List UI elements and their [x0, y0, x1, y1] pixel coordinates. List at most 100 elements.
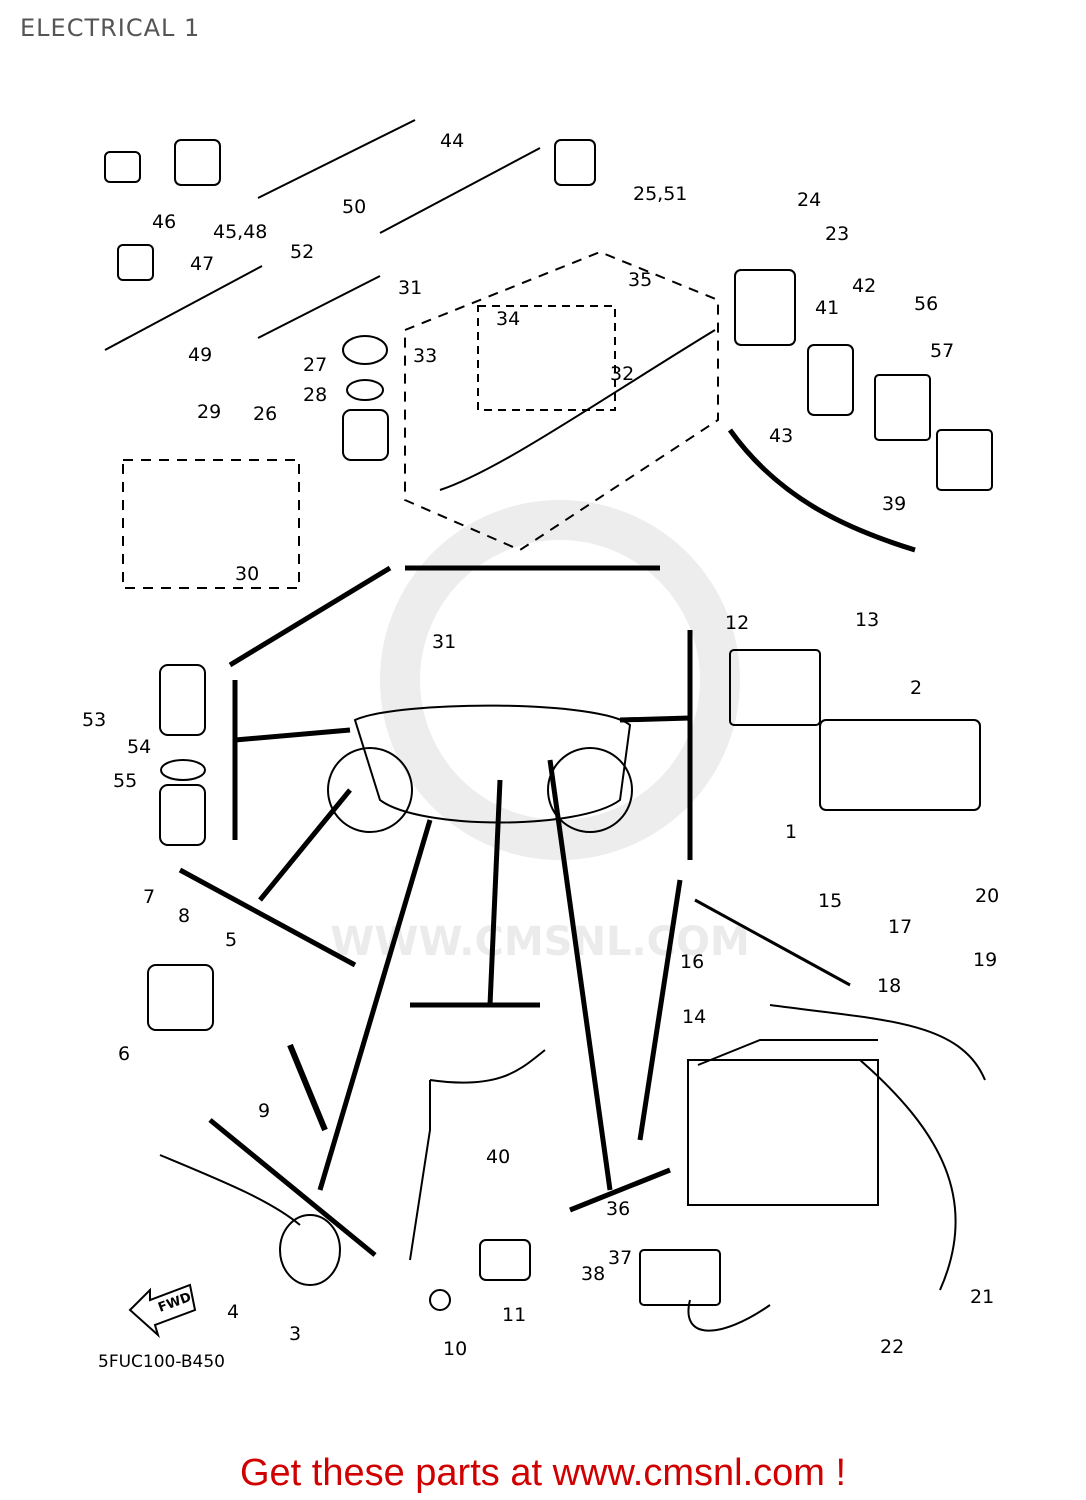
part-label: 1	[785, 821, 797, 843]
part-label: 56	[914, 293, 938, 315]
part-label: 19	[973, 949, 997, 971]
pickup-wire	[159, 1154, 301, 1226]
cable-tie-52	[257, 275, 381, 339]
cable-tie-44	[379, 147, 541, 234]
part-label: 18	[877, 975, 901, 997]
part-label: 30	[235, 563, 259, 585]
footer-link[interactable]: Get these parts at www.cmsnl.com !	[239, 1452, 847, 1494]
part-label: 10	[443, 1338, 467, 1360]
socket-cover	[159, 784, 206, 846]
main-switch-cap	[342, 335, 388, 365]
part-label: 16	[680, 951, 704, 973]
connect-line-3	[727, 428, 916, 553]
neutral-switch	[479, 1239, 531, 1281]
starter-relay	[734, 269, 796, 346]
part-label: 54	[127, 736, 151, 758]
part-label: 14	[682, 1006, 706, 1028]
clamp-45-48	[174, 139, 221, 186]
sensor-lead	[409, 1080, 431, 1261]
rectifier-regulator	[729, 649, 821, 726]
part-label: 9	[258, 1100, 270, 1122]
ignition-coil	[147, 964, 214, 1031]
part-label: 24	[797, 189, 821, 211]
washer-10	[429, 1289, 451, 1311]
clamp-25-51	[554, 139, 596, 186]
bracket-relay	[569, 1167, 671, 1213]
part-label: 40	[486, 1146, 510, 1168]
spark-plug-cap	[287, 1043, 328, 1132]
main-switch-nut	[346, 379, 384, 401]
socket-nut	[160, 759, 206, 781]
part-label: 31	[432, 631, 456, 653]
part-label: 34	[496, 308, 520, 330]
part-label: 11	[502, 1304, 526, 1326]
part-label: 2	[910, 677, 922, 699]
battery-cables	[769, 1004, 986, 1291]
part-label: 32	[610, 363, 634, 385]
part-label: 46	[152, 211, 176, 233]
part-label: 4	[227, 1301, 239, 1323]
part-label: 15	[818, 890, 842, 912]
battery-band	[694, 898, 851, 987]
part-label: 33	[413, 345, 437, 367]
handlebar-switch-box	[122, 459, 300, 589]
part-label: 53	[82, 709, 106, 731]
bracket-ignition	[178, 867, 357, 968]
connect-line-4	[234, 727, 351, 743]
part-label: 17	[888, 916, 912, 938]
relay-39	[936, 429, 993, 491]
battery	[687, 1059, 879, 1206]
part-label: 41	[815, 297, 839, 319]
part-label: 5	[225, 929, 237, 951]
part-label: 31	[398, 277, 422, 299]
connect-line-7	[637, 879, 683, 1141]
pickup-coil	[279, 1214, 341, 1286]
cable-tie-49	[104, 265, 263, 351]
sub-harness-box	[477, 305, 616, 411]
relay-wire	[687, 1299, 771, 1332]
part-label: 20	[975, 885, 999, 907]
cdi-unit	[819, 719, 981, 811]
connect-line-10	[547, 759, 613, 1191]
part-label: 35	[628, 269, 652, 291]
part-label: 8	[178, 905, 190, 927]
part-label: 37	[608, 1247, 632, 1269]
bracket-coil	[208, 1118, 377, 1257]
part-label: 23	[825, 223, 849, 245]
part-label: 21	[970, 1286, 994, 1308]
part-label: 13	[855, 609, 879, 631]
diagram-code: 5FUC100-B450	[98, 1352, 225, 1372]
relay-41	[807, 344, 854, 416]
connect-line-9	[317, 819, 433, 1191]
part-label: 28	[303, 384, 327, 406]
clamp-46	[104, 151, 141, 183]
accessory-socket	[159, 664, 206, 736]
part-label: 26	[253, 403, 277, 425]
sensor-wire	[429, 1049, 546, 1084]
part-label: 47	[190, 253, 214, 275]
part-label: 52	[290, 241, 314, 263]
wire-harness-box	[404, 250, 719, 552]
clamp-47	[117, 244, 154, 281]
connect-line-6	[258, 788, 352, 902]
watermark: WWW.CMSNL.COM	[330, 500, 750, 965]
part-label: 3	[289, 1323, 301, 1345]
part-label: 12	[725, 612, 749, 634]
part-label: 44	[440, 130, 464, 152]
wire-harness	[439, 329, 716, 491]
connect-line-8	[487, 779, 503, 1006]
part-label: 7	[143, 886, 155, 908]
part-label: 49	[188, 344, 212, 366]
main-switch	[342, 409, 389, 461]
part-label: 43	[769, 425, 793, 447]
part-label: 50	[342, 196, 366, 218]
vehicle-frame	[353, 704, 632, 824]
part-label: 42	[852, 275, 876, 297]
battery-top	[697, 1039, 878, 1066]
part-label: 45,48	[213, 221, 267, 243]
cable-tie-50	[257, 119, 416, 199]
connect-line-5	[619, 715, 691, 723]
part-label: 38	[581, 1263, 605, 1285]
relay-36	[639, 1249, 721, 1306]
